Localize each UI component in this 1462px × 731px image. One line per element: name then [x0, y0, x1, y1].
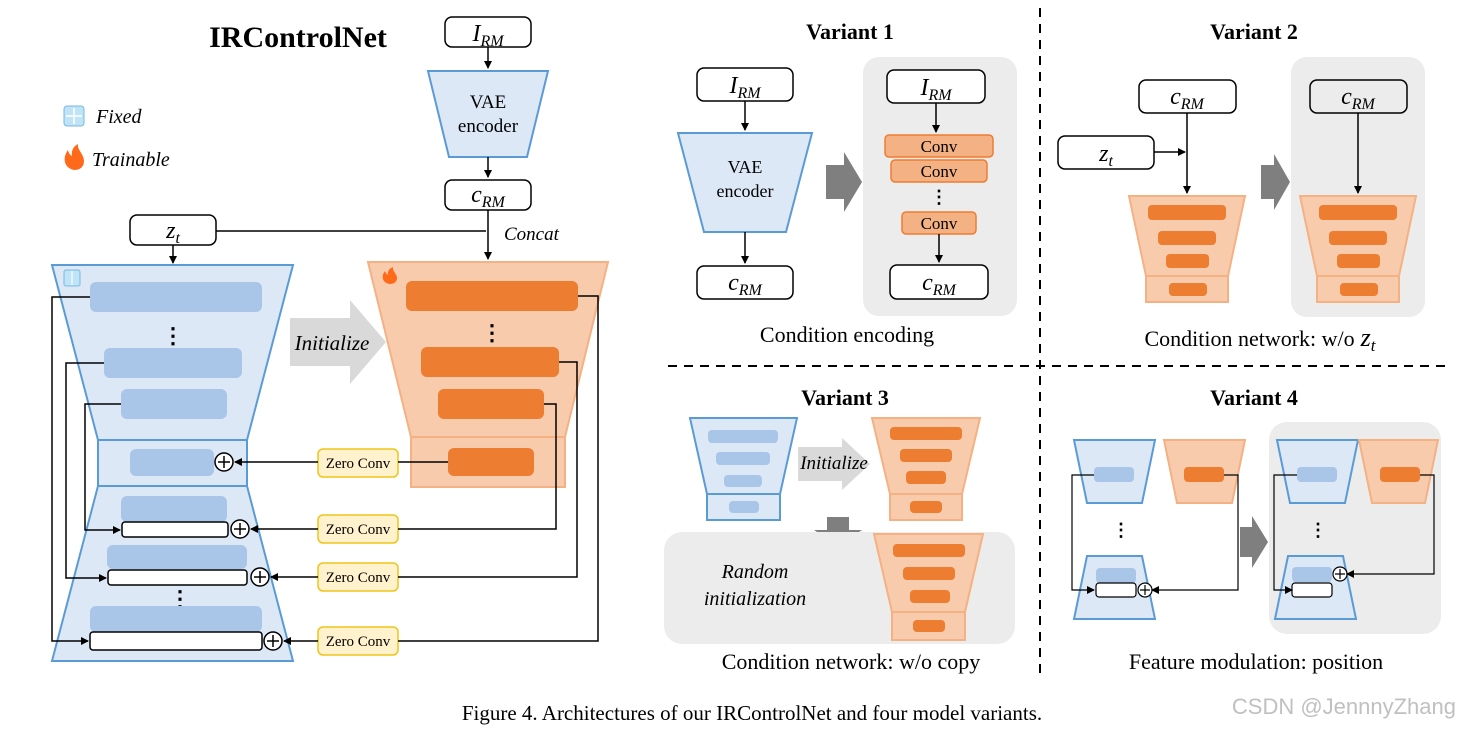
svg-text:zt: zt — [1098, 141, 1113, 170]
z-t-label: zt — [165, 218, 180, 247]
dots: ⋮ — [169, 586, 191, 611]
dots: ⋮ — [162, 323, 184, 348]
svg-text:Zero Conv: Zero Conv — [326, 570, 391, 586]
legend-trainable: Trainable — [92, 149, 170, 171]
figure-caption: Figure 4. Architectures of our IRControl… — [462, 701, 1042, 725]
v1-conv-2 — [890, 159, 988, 183]
zero-conv-1: Zero Conv — [317, 448, 399, 478]
variant2-title: Variant 2 — [1210, 19, 1298, 44]
initialize-arrow — [290, 300, 386, 384]
add-node — [1332, 566, 1348, 582]
svg-text:cRM: cRM — [1341, 84, 1376, 113]
v1-c-rm — [696, 265, 794, 300]
add-node — [1137, 582, 1153, 598]
fixed-mid-block — [130, 449, 214, 476]
ice-icon-small — [63, 269, 81, 287]
v3-initialize-arrow — [798, 438, 870, 490]
initialize-label: Initialize — [294, 331, 370, 355]
add-node — [230, 519, 250, 539]
svg-text:cRM: cRM — [922, 270, 957, 299]
v4-transform-arrow — [1240, 516, 1268, 568]
fire-icon — [64, 144, 84, 170]
v1-vae-encoder — [676, 132, 814, 233]
svg-text:IRM: IRM — [728, 73, 762, 102]
variant3-title: Variant 3 — [801, 385, 889, 410]
ice-icon — [63, 105, 85, 127]
add-node — [214, 452, 234, 472]
fixed-dec-block-2 — [107, 545, 247, 569]
svg-text:⋮: ⋮ — [1112, 520, 1130, 540]
svg-text:⋮: ⋮ — [1309, 520, 1327, 540]
variant1-caption: Condition encoding — [760, 322, 934, 347]
vae-encoder — [426, 70, 550, 158]
svg-text:encoder: encoder — [717, 181, 774, 201]
zero-conv-3: Zero Conv — [317, 562, 399, 592]
v3-initialize-label: Initialize — [799, 453, 868, 474]
variant4-title: Variant 4 — [1210, 385, 1298, 410]
fixed-enc-block-2 — [104, 348, 242, 378]
variant1-title: Variant 1 — [806, 19, 894, 44]
v1-panel — [863, 57, 1017, 316]
svg-text:IRM: IRM — [919, 75, 953, 104]
irc-title: IRControlNet — [209, 21, 387, 54]
trainable-mid-block — [448, 448, 534, 476]
svg-text:Conv: Conv — [921, 162, 958, 181]
c-rm-label: cRM — [471, 182, 506, 211]
variant4-caption: Feature modulation: position — [1129, 649, 1383, 674]
fire-icon-small — [382, 267, 397, 284]
v2-transform-arrow — [1261, 154, 1290, 210]
v3-random-label: Random — [721, 561, 789, 583]
watermark: CSDN @JennnyZhang — [1232, 694, 1456, 719]
v1-transform-arrow — [826, 152, 862, 212]
zero-conv-2: Zero Conv — [317, 514, 399, 544]
v1-conv-1 — [884, 134, 994, 158]
fixed-enc-block-3 — [121, 389, 227, 419]
vae-encoder-label-2: encoder — [458, 116, 519, 137]
i-rm-label: IRM — [471, 21, 505, 50]
dots: ⋮ — [481, 320, 503, 345]
svg-text:Zero Conv: Zero Conv — [326, 522, 391, 538]
svg-text:Zero Conv: Zero Conv — [326, 634, 391, 650]
svg-text:cRM: cRM — [1170, 84, 1205, 113]
fixed-dec-block-3 — [90, 606, 262, 632]
legend-fixed: Fixed — [95, 106, 143, 128]
zero-conv-4: Zero Conv — [317, 626, 399, 656]
svg-text:cRM: cRM — [728, 270, 763, 299]
trainable-block-1 — [406, 281, 578, 311]
concat-label: Concat — [504, 224, 560, 245]
svg-text:VAE: VAE — [728, 157, 763, 177]
svg-text:Conv: Conv — [921, 214, 958, 233]
v3-down-arrow — [814, 517, 862, 546]
fixed-dec-block-1 — [121, 496, 227, 522]
svg-text:Conv: Conv — [921, 137, 958, 156]
variant3-caption: Condition network: w/o copy — [722, 649, 980, 674]
v3-random-label-2: initialization — [704, 588, 806, 610]
add-node — [263, 631, 283, 651]
vae-encoder-label: VAE — [470, 92, 507, 113]
add-node — [250, 567, 270, 587]
svg-text:⋮: ⋮ — [930, 187, 948, 207]
trainable-block-3 — [438, 389, 544, 419]
fixed-enc-block-1 — [90, 282, 262, 312]
trainable-block-2 — [421, 347, 559, 377]
svg-text:Zero Conv: Zero Conv — [326, 456, 391, 472]
